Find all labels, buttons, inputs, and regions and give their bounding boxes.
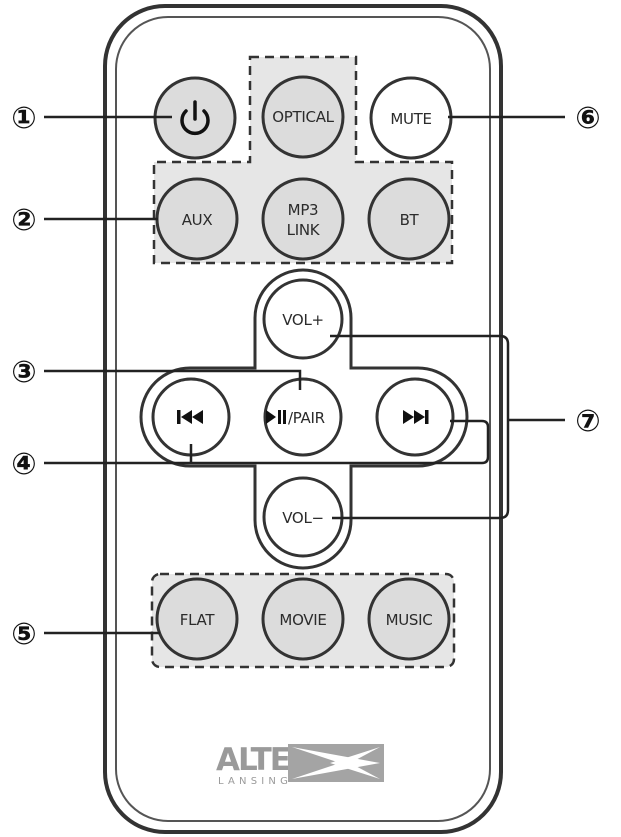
next-track-button[interactable] <box>375 377 455 457</box>
callout-7: ⑦ <box>575 404 600 439</box>
callout-line-7 <box>330 334 510 520</box>
skip-previous-icon <box>177 410 203 424</box>
remote-body-inner <box>115 16 491 822</box>
previous-track-button[interactable] <box>151 377 231 457</box>
callout-line-3 <box>44 369 302 390</box>
volume-up-label: VOL+ <box>282 311 324 329</box>
skip-next-icon <box>403 410 429 424</box>
callout-6: ⑥ <box>575 101 600 136</box>
callout-lines <box>44 115 565 635</box>
logo-emblem-mark <box>292 747 380 779</box>
mute-label: MUTE <box>390 110 431 128</box>
volume-down-button[interactable]: VOL− <box>262 476 344 558</box>
power-icon <box>180 100 210 136</box>
altec-lansing-logo: ALTEC LANSING <box>216 742 384 787</box>
bt-label: BT <box>400 211 420 229</box>
mute-button[interactable]: MUTE <box>369 76 453 160</box>
movie-button[interactable]: MOVIE <box>261 577 345 661</box>
aux-button[interactable]: AUX <box>155 177 239 261</box>
aux-label: AUX <box>182 211 213 229</box>
callout-3: ③ <box>11 355 36 390</box>
music-button[interactable]: MUSIC <box>367 577 451 661</box>
bt-button[interactable]: BT <box>367 177 451 261</box>
callout-line-4 <box>44 419 490 465</box>
volume-down-label: VOL− <box>282 509 324 527</box>
play-pause-pair-button[interactable]: /PAIR <box>263 377 343 457</box>
optical-label: OPTICAL <box>272 108 334 126</box>
mp3-link-label-line2: LINK <box>287 221 321 239</box>
mp3-link-button[interactable]: MP3 LINK <box>261 177 345 261</box>
optical-button[interactable]: OPTICAL <box>261 75 345 159</box>
movie-label: MOVIE <box>279 611 326 629</box>
logo-sub: LANSING <box>218 776 292 787</box>
volume-up-button[interactable]: VOL+ <box>262 278 344 360</box>
play-pause-label: /PAIR <box>288 409 325 427</box>
music-label: MUSIC <box>386 611 433 629</box>
flat-button[interactable]: FLAT <box>155 577 239 661</box>
callout-5: ⑤ <box>11 617 36 652</box>
flat-label: FLAT <box>180 611 216 629</box>
logo-emblem-mark-2 <box>330 747 380 779</box>
callout-4: ④ <box>11 447 36 482</box>
mp3-link-label-line1: MP3 <box>288 201 319 219</box>
callout-1: ① <box>11 101 36 136</box>
callout-2: ② <box>11 203 36 238</box>
play-pause-icon <box>266 410 286 424</box>
